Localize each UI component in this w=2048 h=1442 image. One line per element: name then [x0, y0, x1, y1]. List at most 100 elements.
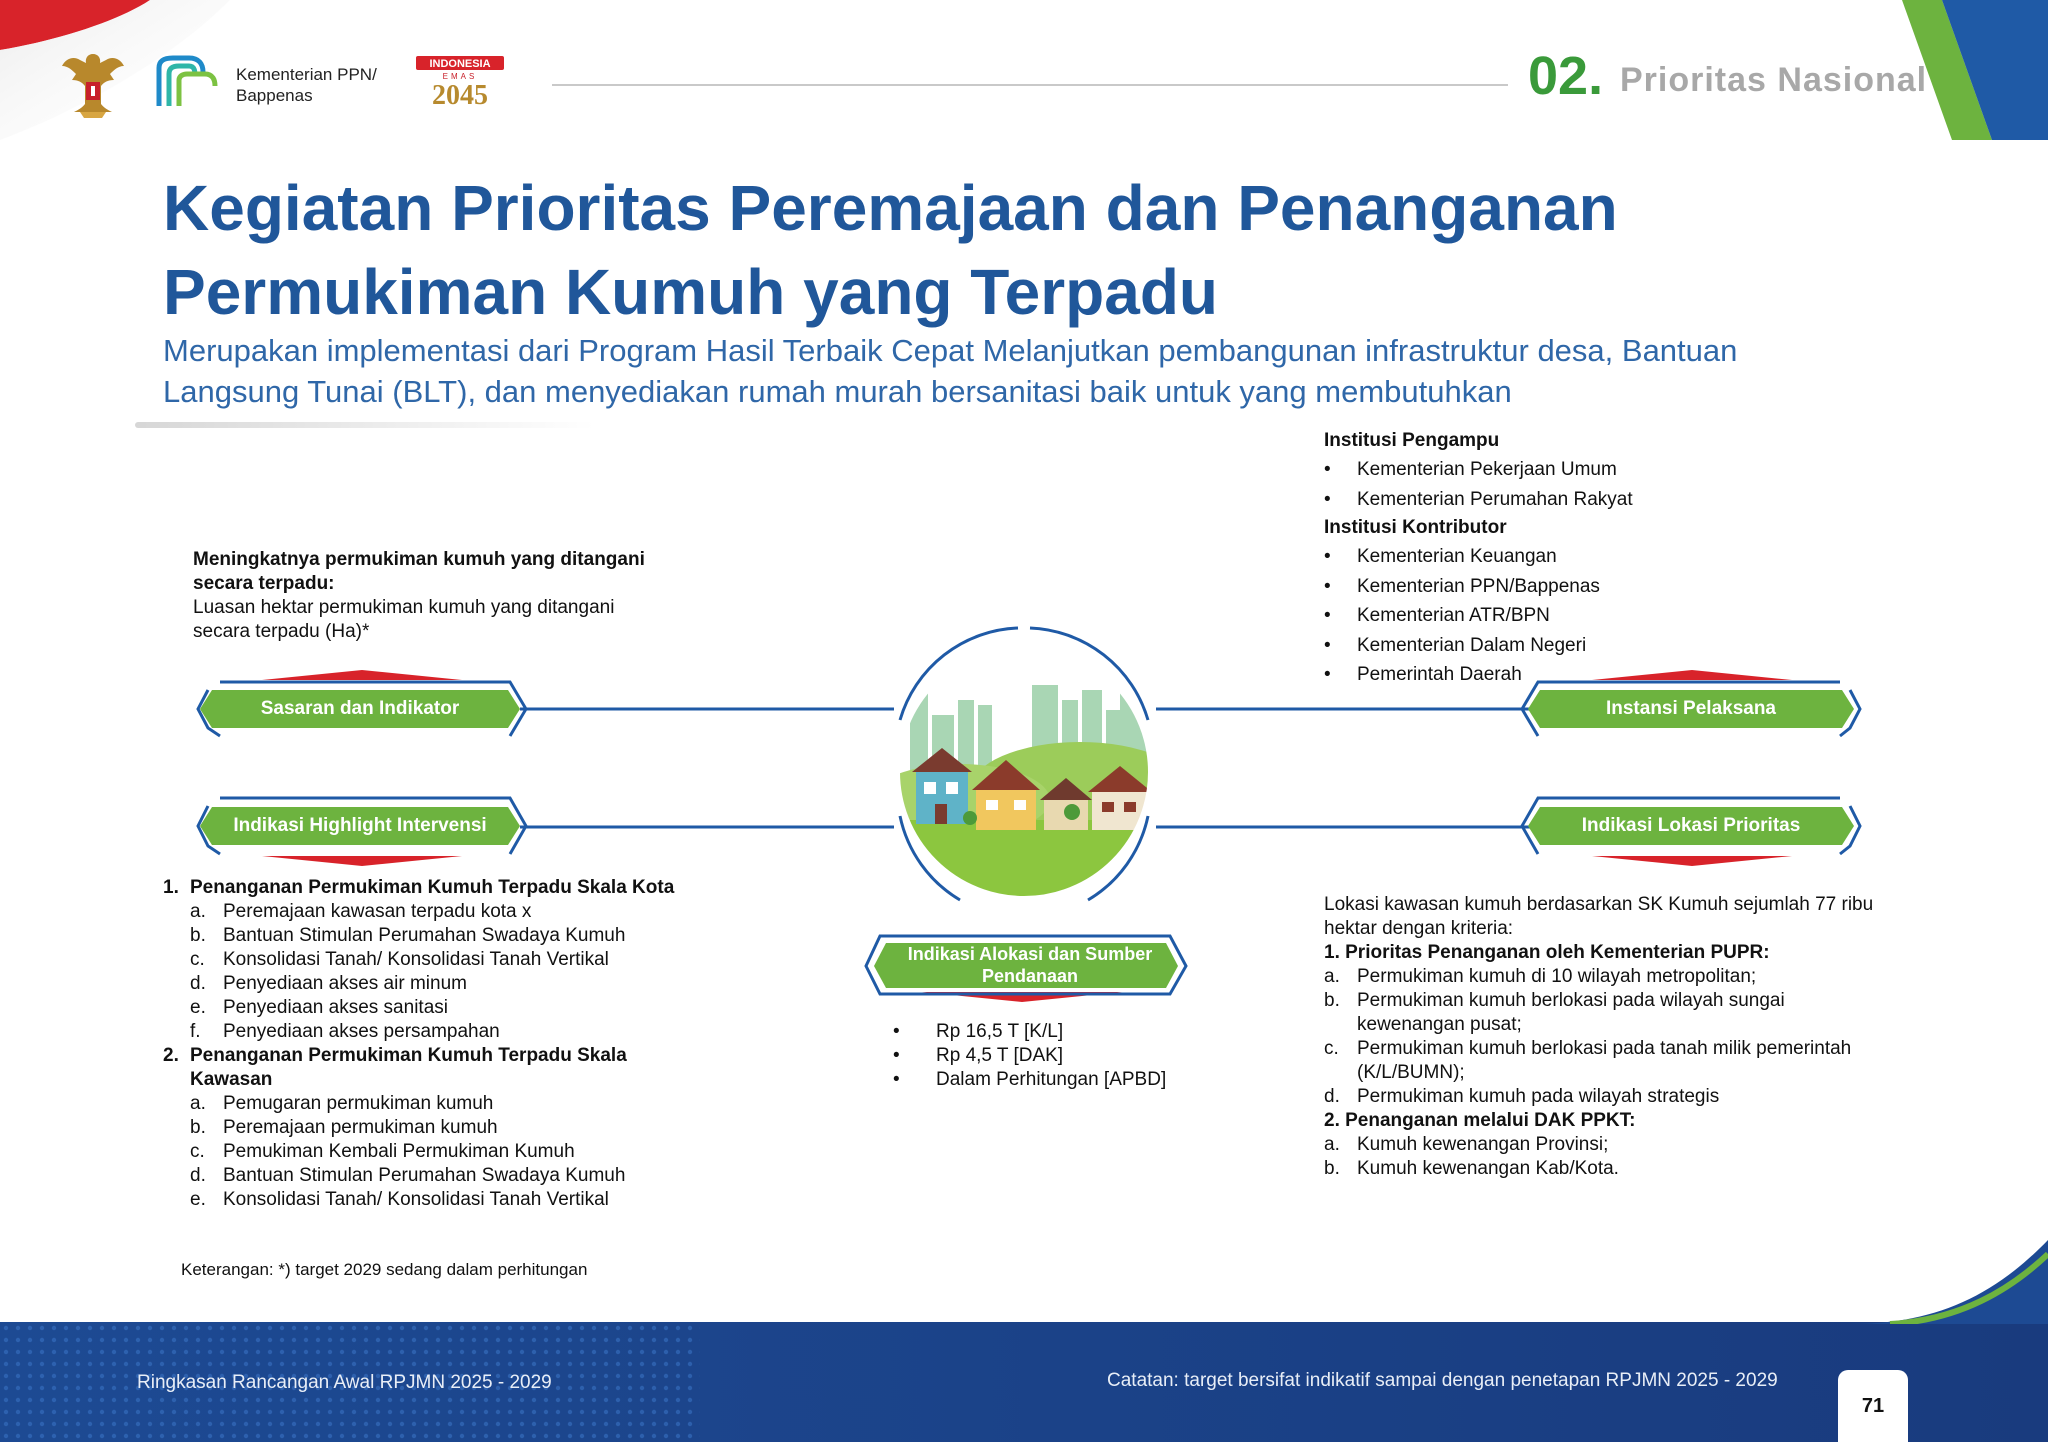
header-divider: [552, 84, 1508, 86]
garuda-emblem-icon: [62, 54, 124, 118]
group-title: Penanganan Permukiman Kumuh Terpadu Skal…: [190, 1045, 627, 1090]
section-title: Prioritas Nasional: [1620, 61, 1928, 99]
lokasi-group-2-title: 2. Penanganan melalui DAK PPKT:: [1324, 1110, 1636, 1131]
tag-highlight-intervensi: Indikasi Highlight Intervensi: [233, 815, 487, 836]
indonesia-emas-2045-logo: INDONESIA EMAS 2045: [416, 56, 504, 110]
list-item: Kementerian ATR/BPN: [1324, 601, 1744, 631]
pengampu-list: Kementerian Pekerjaan Umum Kementerian P…: [1324, 455, 1744, 514]
list-text: Permukiman kumuh di 10 wilayah metropoli…: [1357, 966, 1757, 987]
list-text: Kumuh kewenangan Provinsi;: [1357, 1134, 1609, 1155]
list-text: Penyediaan akses sanitasi: [223, 997, 448, 1018]
flag-decoration: [0, 0, 230, 140]
emas-year-text: 2045: [432, 80, 488, 110]
subtitle-underline: [135, 422, 595, 428]
page-subtitle: Merupakan implementasi dari Program Hasi…: [163, 333, 1738, 409]
list-text: Peremajaan kawasan terpadu kota x: [223, 901, 532, 922]
group-number: 1.: [163, 877, 179, 898]
list-item: e. Penyediaan akses sanitasi: [190, 996, 723, 1020]
corner-decoration: [1902, 0, 2048, 140]
highlight-block: 1. Penanganan Permukiman Kumuh Terpadu S…: [163, 876, 723, 1212]
sasaran-block: Meningkatnya permukiman kumuh yang ditan…: [193, 548, 663, 644]
lokasi-intro: Lokasi kawasan kumuh berdasarkan SK Kumu…: [1324, 894, 1874, 939]
list-item: b. Kumuh kewenangan Kab/Kota.: [1324, 1157, 1894, 1181]
footnote: Keterangan: *) target 2029 sedang dalam …: [181, 1260, 588, 1279]
alokasi-list: Rp 16,5 T [K/L] Rp 4,5 T [DAK] Dalam Per…: [893, 1020, 1233, 1092]
bappenas-logo-icon: [156, 55, 218, 106]
list-text: Konsolidasi Tanah/ Konsolidasi Tanah Ver…: [223, 949, 609, 970]
emas-mid-text: EMAS: [443, 72, 478, 81]
list-item: Kementerian PPN/Bappenas: [1324, 572, 1744, 602]
list-item: c. Permukiman kumuh berlokasi pada tanah …: [1324, 1037, 1894, 1085]
kontributor-list: Kementerian Keuangan Kementerian PPN/Bap…: [1324, 542, 1744, 690]
list-item: b. Permukiman kumuh berlokasi pada wilaya…: [1324, 989, 1894, 1037]
list-item: Dalam Perhitungan [APBD]: [893, 1068, 1233, 1092]
list-item: a.Permukiman kumuh di 10 wilayah metropo…: [1324, 965, 1894, 989]
list-text: Peremajaan permukiman kumuh: [223, 1117, 498, 1138]
list-text: Penyediaan akses persampahan: [223, 1021, 500, 1042]
list-item: c. Pemukiman Kembali Permukiman Kumuh: [190, 1140, 723, 1164]
list-marker: b.: [1324, 990, 1340, 1011]
tag-instansi-pelaksana: Instansi Pelaksana: [1605, 698, 1777, 719]
lokasi-group-1-title: 1. Prioritas Penanganan oleh Kementerian…: [1324, 942, 1770, 963]
list-marker: d.: [1324, 1086, 1340, 1107]
page-number: 71: [1838, 1370, 1908, 1442]
tag-sasaran-indikator: Sasaran dan Indikator: [260, 698, 460, 719]
list-marker: a.: [190, 901, 206, 922]
alokasi-block: Rp 16,5 T [K/L] Rp 4,5 T [DAK] Dalam Per…: [893, 1020, 1233, 1092]
sasaran-indicator: Luasan hektar permukiman kumuh yang dita…: [193, 597, 615, 642]
list-item: e. Konsolidasi Tanah/ Konsolidasi Tanah V…: [190, 1188, 723, 1212]
kontributor-heading: Institusi Kontributor: [1324, 517, 1507, 538]
tag-lokasi-prioritas: Indikasi Lokasi Prioritas: [1581, 815, 1801, 836]
list-item: Pemerintah Daerah: [1324, 660, 1744, 690]
list-text: Penyediaan akses air minum: [223, 973, 467, 994]
highlight-group-2-title: 2. Penanganan Permukiman Kumuh Terpadu S…: [163, 1044, 670, 1092]
page-title: Kegiatan Prioritas Peremajaan dan Penang…: [163, 172, 1618, 328]
list-marker: c.: [190, 1141, 205, 1162]
list-text: Permukiman kumuh berlokasi pada wilayah …: [1357, 990, 1785, 1035]
lokasi-group-1-list: a.Permukiman kumuh di 10 wilayah metropo…: [1324, 965, 1894, 1109]
tag-alokasi-pendanaan: Indikasi Alokasi dan Sumber Pendanaan: [907, 944, 1153, 986]
list-marker: a.: [190, 1093, 206, 1114]
list-item: Rp 16,5 T [K/L]: [893, 1020, 1233, 1044]
list-item: a. Peremajaan kawasan terpadu kota x: [190, 900, 723, 924]
list-marker: c.: [190, 949, 205, 970]
list-marker: c.: [1324, 1038, 1339, 1059]
list-text: Bantuan Stimulan Perumahan Swadaya Kumuh: [223, 1165, 626, 1186]
footer-document-title: Ringkasan Rancangan Awal RPJMN 2025 - 20…: [137, 1372, 552, 1393]
list-marker: a.: [1324, 1134, 1340, 1155]
list-item: Rp 4,5 T [DAK]: [893, 1044, 1233, 1068]
list-item: Kementerian Perumahan Rakyat: [1324, 485, 1744, 515]
list-marker: d.: [190, 1165, 206, 1186]
list-marker: e.: [190, 1189, 206, 1210]
emas-top-text: INDONESIA: [429, 58, 490, 70]
list-item: Kementerian Dalam Negeri: [1324, 631, 1744, 661]
list-item: a. Pemugaran permukiman kumuh: [190, 1092, 723, 1116]
pengampu-heading: Institusi Pengampu: [1324, 430, 1500, 451]
list-text: Pemukiman Kembali Permukiman Kumuh: [223, 1141, 575, 1162]
list-text: Pemugaran permukiman kumuh: [223, 1093, 494, 1114]
lokasi-group-2-list: a. Kumuh kewenangan Provinsi; b. Kumuh kew…: [1324, 1133, 1894, 1181]
list-marker: b.: [1324, 1158, 1340, 1179]
list-text: Kumuh kewenangan Kab/Kota.: [1357, 1158, 1619, 1179]
list-item: f. Penyediaan akses persampahan: [190, 1020, 723, 1044]
list-text: Bantuan Stimulan Perumahan Swadaya Kumuh: [223, 925, 626, 946]
highlight-group-2-list: a. Pemugaran permukiman kumuh b. Peremajaa…: [190, 1092, 723, 1212]
list-text: Konsolidasi Tanah/ Konsolidasi Tanah Ver…: [223, 1189, 609, 1210]
list-text: Permukiman kumuh pada wilayah strategis: [1357, 1086, 1720, 1107]
list-marker: d.: [190, 973, 206, 994]
list-marker: b.: [190, 925, 206, 946]
list-marker: e.: [190, 997, 206, 1018]
highlight-group-1-list: a. Peremajaan kawasan terpadu kota x b. Ba…: [190, 900, 723, 1044]
list-marker: b.: [190, 1117, 206, 1138]
footer-curve-decoration: [1850, 1240, 2048, 1324]
group-number: 2.: [163, 1045, 179, 1066]
list-item: d. Bantuan Stimulan Perumahan Swadaya Kum…: [190, 1164, 723, 1188]
list-marker: f.: [190, 1021, 201, 1042]
list-item: Kementerian Keuangan: [1324, 542, 1744, 572]
list-item: a. Kumuh kewenangan Provinsi;: [1324, 1133, 1894, 1157]
ministry-name: Kementerian PPN/ Bappenas: [236, 65, 377, 105]
list-text: Permukiman kumuh berlokasi pada tanah mi…: [1357, 1038, 1852, 1083]
footer-band: [0, 1322, 2048, 1442]
instansi-block: Institusi Pengampu Kementerian Pekerjaan…: [1324, 427, 1744, 690]
list-item: b. Bantuan Stimulan Perumahan Swadaya Kum…: [190, 924, 723, 948]
